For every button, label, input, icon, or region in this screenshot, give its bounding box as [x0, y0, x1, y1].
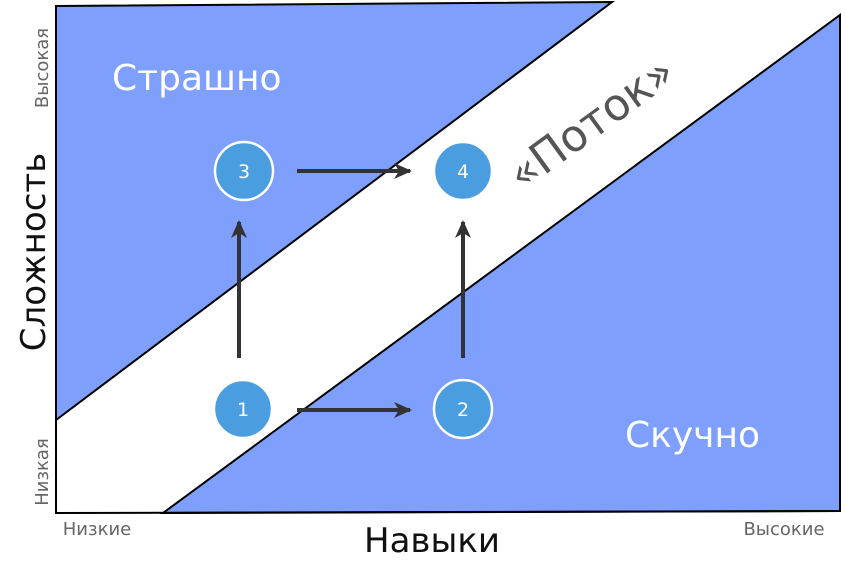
- step-2-circle: 2: [432, 378, 494, 440]
- x-axis-label: Навыки: [364, 521, 500, 561]
- step-1-number: 1: [237, 399, 249, 421]
- step-3-number: 3: [238, 161, 250, 183]
- boredom-label: Скучно: [625, 415, 760, 456]
- x-axis-low: Низкие: [63, 519, 131, 540]
- x-axis-high: Высокие: [743, 519, 824, 540]
- y-axis-label: Сложность: [14, 153, 54, 351]
- frame: [55, 6, 841, 515]
- step-3-circle: 3: [213, 140, 275, 202]
- step-4-circle: 4: [432, 140, 494, 202]
- y-axis-low: Низкая: [32, 438, 53, 506]
- step-1-circle: 1: [212, 378, 274, 440]
- step-2-number: 2: [457, 399, 469, 421]
- y-axis-high: Высокая: [32, 28, 53, 108]
- step-4-number: 4: [457, 161, 469, 183]
- anxiety-label: Страшно: [112, 58, 282, 99]
